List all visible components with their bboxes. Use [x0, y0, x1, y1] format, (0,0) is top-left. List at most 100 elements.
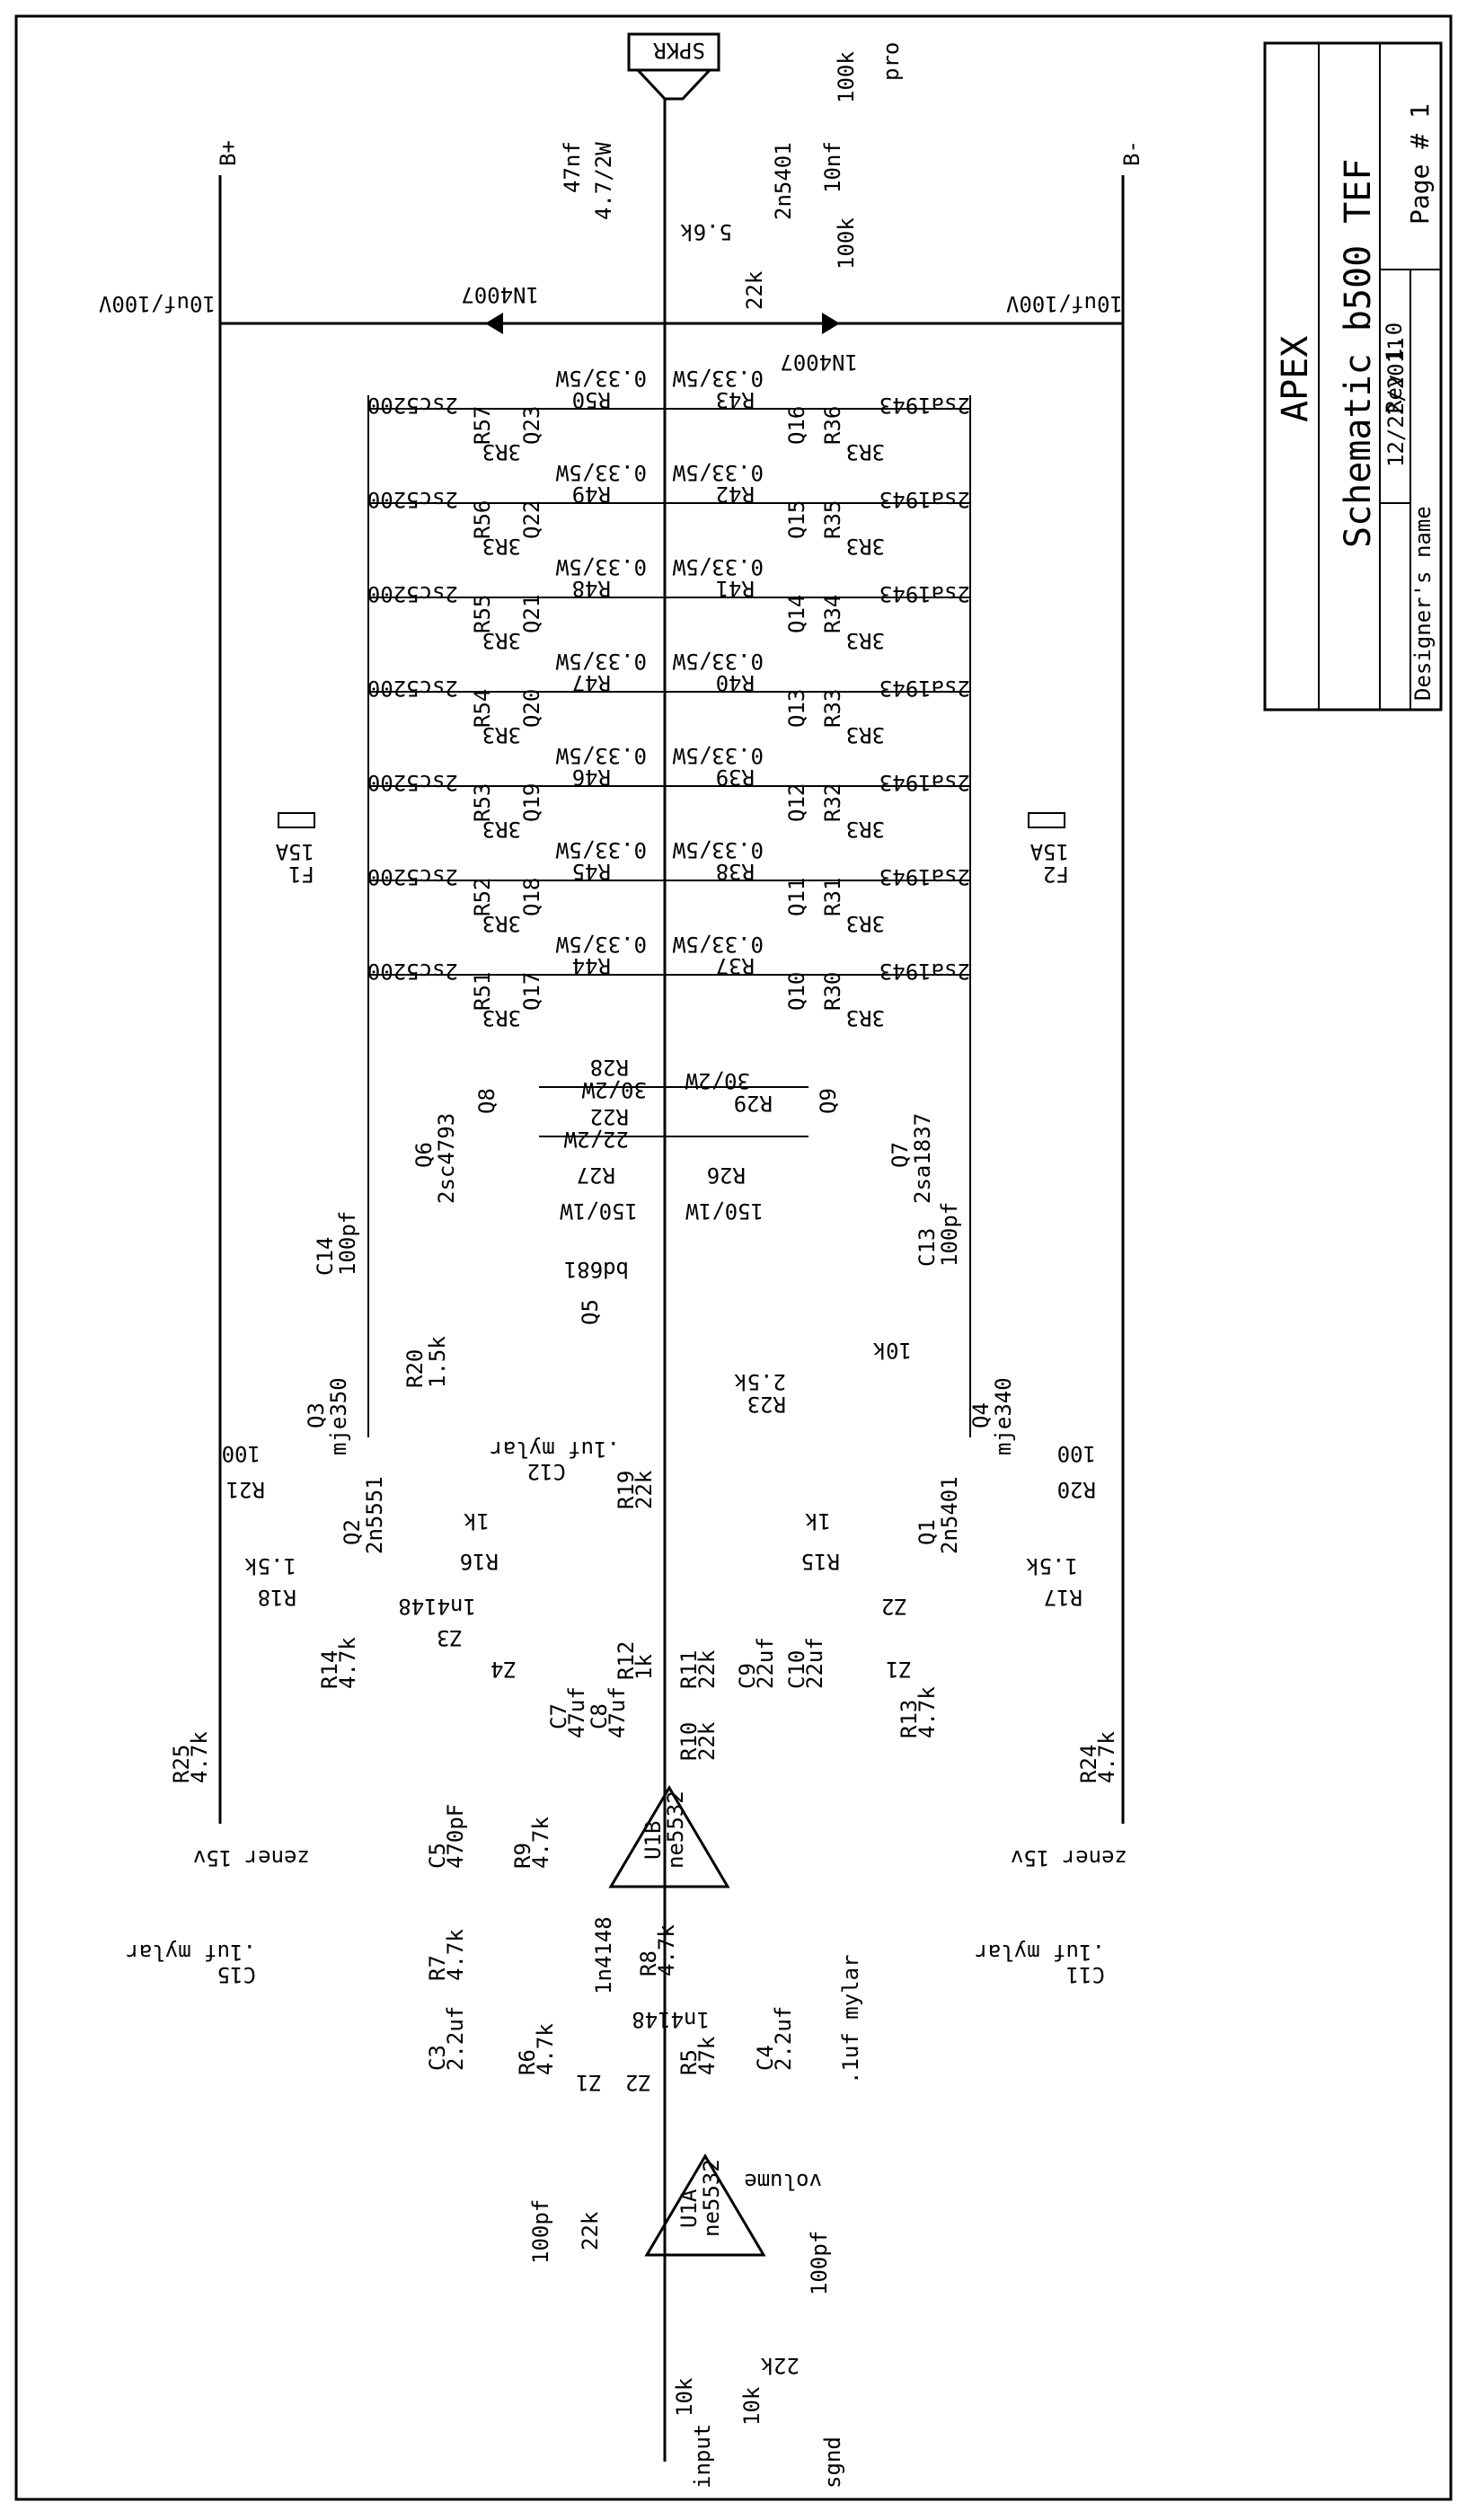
- npn-re-value: 0.33/5W: [555, 554, 647, 579]
- c10-value: 22uf: [802, 1637, 827, 1689]
- r6-value: 4.7k: [533, 2023, 558, 2075]
- pnp-re-value: 0.33/5W: [672, 837, 764, 862]
- q7-part: 2sa1837: [910, 1113, 935, 1204]
- r25-value: 4.7k: [187, 1731, 212, 1783]
- r27-value: 150/1W: [560, 1198, 638, 1224]
- r29-label: R29: [734, 1091, 773, 1116]
- npn-re-label: R49: [572, 482, 611, 507]
- sheet-border: [14, 14, 1453, 2501]
- r19-label: R19: [614, 1471, 639, 1509]
- r22-label: R22: [590, 1104, 629, 1129]
- npn-q-label: Q21: [519, 595, 544, 633]
- npn-rb-value: 3R3: [482, 722, 521, 747]
- npn-re-label: R45: [572, 859, 611, 884]
- npn-rb-label: R52: [470, 878, 495, 916]
- pnp-part-label: 2sa1943: [879, 487, 970, 512]
- r12-value: 1k: [632, 1654, 657, 1680]
- pnp-re-value: 0.33/5W: [672, 366, 764, 391]
- speaker-section: SPKR pro 100k 100k 10nf 47nf 4.7/2W 2n54…: [560, 32, 904, 2462]
- pnp-re-value: 0.33/5W: [672, 460, 764, 485]
- pnp-part-label: 2sa1943: [879, 676, 970, 701]
- r22k-b-label: 22k: [760, 2353, 800, 2378]
- pnp-q-label: Q13: [784, 689, 809, 728]
- npn-q-label: Q18: [519, 878, 544, 916]
- u1b-part: ne5532: [663, 1791, 688, 1869]
- r17-value: 1.5k: [1026, 1553, 1078, 1578]
- cap-bminus-label: 10uf/100V: [1006, 291, 1123, 316]
- diode-bot-label: 1N4007: [780, 349, 858, 375]
- npn-re-value: 0.33/5W: [555, 649, 647, 674]
- bminus-label: B-: [1119, 140, 1144, 166]
- c9-label: C9: [735, 1663, 760, 1689]
- revision: Rev 1.0: [1382, 323, 1407, 413]
- r100k-a-label: 100k: [834, 51, 859, 103]
- q6-part: 2sc4793: [434, 1113, 459, 1204]
- q6-label: Q6: [411, 1142, 437, 1168]
- q8-label: Q8: [474, 1088, 499, 1114]
- r21-value: 100: [222, 1441, 261, 1466]
- q1-label: Q1: [915, 1519, 940, 1545]
- d1n4148b-label: 1n4148: [632, 2007, 710, 2032]
- r16-value: 1k: [464, 1508, 490, 1534]
- r26-label: R26: [707, 1163, 746, 1188]
- r27-label: R27: [577, 1163, 615, 1188]
- mylar-label: .1uf mylar: [838, 1955, 863, 2085]
- driver-stage: R28 30/2W R29 30/2W R22 22/2W Q8 Q9 Q6 2…: [313, 1055, 962, 1417]
- pnp-rb-label: R35: [820, 500, 845, 539]
- pnp-re-label: R39: [716, 765, 755, 790]
- pnp-q-label: Q16: [784, 406, 809, 445]
- r21-label: R21: [226, 1477, 265, 1502]
- r100k-b-label: 100k: [834, 217, 859, 270]
- c5-label: C5: [425, 1843, 450, 1869]
- npn-rb-label: R57: [470, 406, 495, 445]
- q1-part: 2n5401: [937, 1476, 962, 1554]
- r19-value: 22k: [632, 1470, 657, 1509]
- pot-value: 10k: [872, 1338, 912, 1363]
- pnp-re-label: R40: [716, 670, 755, 695]
- r12-label: R12: [614, 1641, 639, 1680]
- npn-rb-value: 3R3: [482, 628, 521, 653]
- r11-label: R11: [676, 1650, 702, 1689]
- fuse-f1: [278, 812, 315, 828]
- c3-value: 2.2uf: [443, 2006, 468, 2071]
- npn-part-label: 2sc5200: [367, 581, 458, 606]
- r20-label: R20: [402, 1349, 428, 1388]
- npn-part-label: 2sc5200: [367, 770, 458, 795]
- pnp-rb-value: 3R3: [846, 439, 885, 464]
- r10k-b-label: 10k: [739, 2386, 764, 2426]
- c4-value: 2.2uf: [771, 2006, 796, 2071]
- diode-1n4007-bot: [822, 313, 840, 334]
- diode-top-label: 1N4007: [461, 282, 539, 307]
- r5-label: R5: [676, 2049, 702, 2075]
- r18-value: 1.5k: [244, 1553, 296, 1578]
- pnp-re-label: R42: [716, 482, 755, 507]
- npn-re-value: 0.33/5W: [555, 743, 647, 768]
- q2-part: 2n5551: [362, 1476, 387, 1554]
- c15-value: .1uf mylar: [127, 1940, 257, 1965]
- r14-value: 4.7k: [335, 1637, 360, 1689]
- pnp-rb-value: 3R3: [846, 817, 885, 842]
- r26-value: 150/1W: [685, 1198, 764, 1224]
- pnp-q-label: Q14: [784, 595, 809, 633]
- opamp-section: U1B ne5532 U1A ne5532 C7 47uf C8 47uf R1…: [127, 1637, 1128, 2489]
- pnp-rb-label: R31: [820, 878, 845, 916]
- r17-label: R17: [1044, 1585, 1083, 1610]
- pnp-q-label: Q12: [784, 783, 809, 822]
- pnp-re-label: R38: [716, 859, 755, 884]
- q5-label: Q5: [578, 1299, 603, 1325]
- pnp-q-label: Q10: [784, 972, 809, 1011]
- c8-value: 47uf: [605, 1686, 630, 1738]
- d1n4148-label: 1n4148: [591, 1916, 616, 1994]
- sgnd-label: sgnd: [820, 2436, 845, 2489]
- c7-value: 47uf: [564, 1686, 589, 1738]
- r13-value: 4.7k: [915, 1686, 940, 1738]
- pnp-part-label: 2sa1943: [879, 770, 970, 795]
- pnp-re-value: 0.33/5W: [672, 743, 764, 768]
- r15-value: 1k: [805, 1508, 831, 1534]
- diode-1n4007-top: [485, 313, 503, 334]
- pnp-rb-value: 3R3: [846, 534, 885, 559]
- npn-re-label: R44: [572, 953, 611, 978]
- q3-label: Q3: [304, 1402, 329, 1428]
